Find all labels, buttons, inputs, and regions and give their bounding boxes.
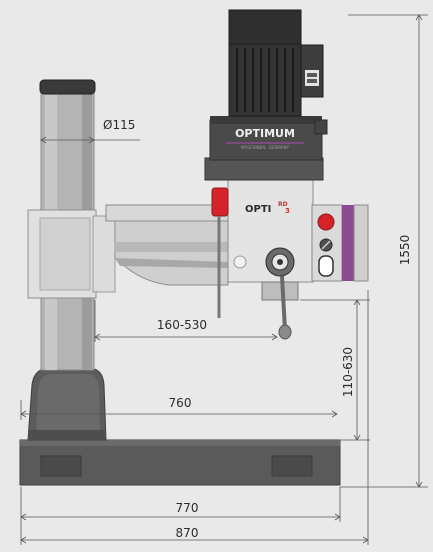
indicator-light <box>233 255 247 269</box>
dim-overall-height: 1550 <box>398 235 412 266</box>
radial-arm <box>105 204 229 286</box>
feed-handle <box>278 324 292 340</box>
dimension-lines <box>20 14 428 545</box>
base-slot-right <box>271 455 313 477</box>
head-brand-label: OPTIMUM <box>235 127 295 140</box>
emergency-stop-button <box>317 213 335 231</box>
dim-spindle-to-table: 110-630 <box>341 347 355 397</box>
dim-overall-length: 870 <box>176 526 199 540</box>
arm-clamp <box>27 209 116 299</box>
accent-stripe <box>342 205 354 281</box>
dim-spindle-reach: 160-530 <box>157 318 207 332</box>
drill-head: OPTI RD 3 <box>211 177 369 340</box>
plate-opti: OPTI <box>245 204 271 215</box>
plate-model: RD <box>278 201 288 208</box>
motor <box>228 9 324 117</box>
dim-base-length: 770 <box>176 501 199 515</box>
start-button <box>318 255 334 277</box>
dim-base-inner: 760 <box>169 396 192 410</box>
base-slot-left <box>40 455 82 477</box>
machine-base <box>19 439 341 486</box>
depth-stop-lever <box>211 187 229 217</box>
head-brand-sublabel: MASCHINEN · GERMANY <box>241 145 290 150</box>
dim-column-diameter: Ø115 <box>103 118 135 132</box>
plate-number: 3 <box>285 207 290 215</box>
gear-housing: OPTIMUM MASCHINEN · GERMANY <box>204 116 328 181</box>
